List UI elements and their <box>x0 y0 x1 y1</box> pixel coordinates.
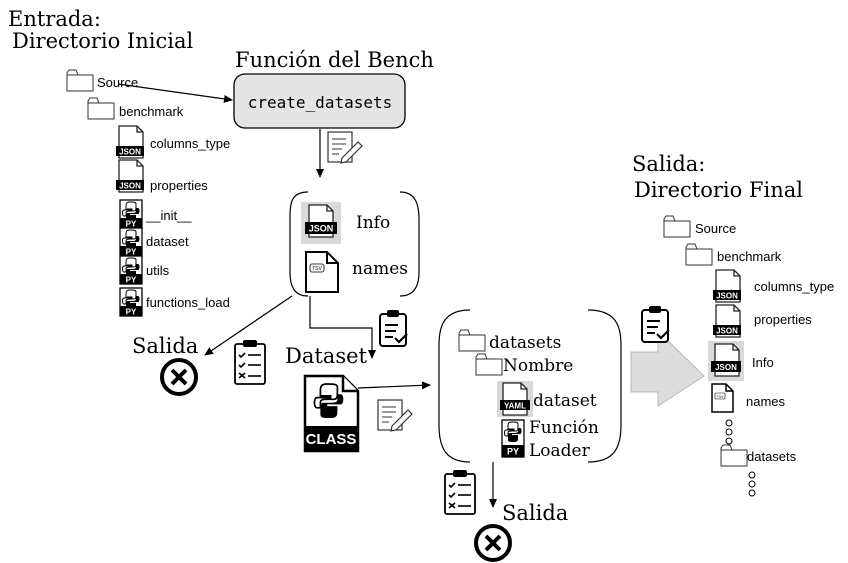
output-heading-line1: Salida: <box>632 152 705 176</box>
input-source-label: Source <box>97 75 138 90</box>
notepad-pencil-icon <box>377 399 413 432</box>
input-properties-label: properties <box>150 178 208 193</box>
arrow-to-left-output <box>204 295 293 356</box>
svg-text:JSON: JSON <box>119 148 141 157</box>
python-file-icon: PY <box>119 255 143 285</box>
python-file-icon: PY <box>119 227 143 257</box>
folder-icon <box>87 97 115 120</box>
forbidden-icon <box>160 358 198 396</box>
json-file-icon: JSON <box>301 202 341 244</box>
svg-text:JSON: JSON <box>309 224 334 234</box>
json-file-icon: JSON <box>116 125 144 159</box>
svg-text:PY: PY <box>126 248 137 257</box>
input-dataset-label: dataset <box>146 234 189 249</box>
info-label: Info <box>356 213 390 233</box>
arrow-class-to-datasets <box>357 381 431 390</box>
left-output-label: Salida <box>132 334 198 358</box>
ellipsis-dots <box>725 419 733 445</box>
datasets-folder-label: datasets <box>489 333 561 353</box>
folder-icon <box>458 329 486 352</box>
svg-text:JSON: JSON <box>716 292 738 301</box>
input-init-label: __init__ <box>145 208 192 223</box>
svg-text:JSON: JSON <box>715 363 737 372</box>
yaml-file-icon: YAML <box>497 381 533 417</box>
bench-heading: Función del Bench <box>235 48 434 72</box>
svg-text:TSV: TSV <box>717 395 724 399</box>
svg-text:TSV: TSV <box>312 266 322 272</box>
folder-icon <box>720 444 748 467</box>
checklist-icon <box>444 469 476 515</box>
input-columns-type-label: columns_type <box>150 136 230 151</box>
nombre-folder-label: Nombre <box>503 356 573 376</box>
output-datasets-label: datasets <box>747 449 797 464</box>
datasets-box-left-brace <box>438 309 471 463</box>
output-source-label: Source <box>695 221 736 236</box>
funcion-label: Función <box>529 418 599 438</box>
json-file-icon: JSON <box>708 341 744 381</box>
python-file-icon: PY <box>119 287 143 317</box>
output-names-label: names <box>746 394 786 409</box>
output-heading-line2: Directorio Final <box>634 178 803 202</box>
json-file-icon: JSON <box>713 304 741 338</box>
yaml-dataset-label: dataset <box>533 391 597 411</box>
svg-text:CLASS: CLASS <box>306 431 357 448</box>
outputs-box-left-brace <box>289 191 309 297</box>
python-file-icon: PY <box>501 419 525 458</box>
clipboard-check-icon <box>640 304 671 344</box>
folder-icon <box>66 69 94 92</box>
ellipsis-dots <box>748 471 756 497</box>
function-name: create_datasets <box>248 93 393 112</box>
svg-text:YAML: YAML <box>504 402 526 411</box>
python-class-icon: CLASS <box>303 374 360 453</box>
forbidden-icon <box>474 524 512 562</box>
svg-text:JSON: JSON <box>716 327 738 336</box>
output-columns-type-label: columns_type <box>754 279 834 294</box>
notepad-pencil-icon <box>327 131 363 164</box>
arrow-source-to-function <box>117 83 233 103</box>
folder-icon <box>475 353 503 376</box>
function-box <box>233 73 406 129</box>
output-info-label: Info <box>752 355 774 370</box>
arrow-to-dataset <box>309 296 376 359</box>
folder-icon <box>663 215 691 238</box>
tsv-file-icon: TSV <box>711 383 734 413</box>
input-heading-line2: Directorio Inicial <box>12 29 193 53</box>
datasets-box-right-brace <box>587 309 622 463</box>
input-functions-load-label: functions_load <box>146 295 230 310</box>
svg-text:PY: PY <box>126 220 137 229</box>
input-heading-line1: Entrada: <box>8 7 101 31</box>
outputs-box-right-brace <box>399 191 420 297</box>
python-file-icon: PY <box>119 199 143 229</box>
json-file-icon: JSON <box>713 269 741 303</box>
svg-text:PY: PY <box>126 308 137 317</box>
checklist-icon <box>234 339 266 385</box>
json-file-icon: JSON <box>116 159 144 193</box>
loader-label: Loader <box>529 441 591 461</box>
clipboard-check-icon <box>378 308 409 348</box>
folder-icon <box>685 243 713 266</box>
bottom-output-label: Salida <box>502 501 568 525</box>
svg-text:PY: PY <box>126 276 137 285</box>
output-benchmark-label: benchmark <box>717 249 782 264</box>
input-benchmark-label: benchmark <box>119 104 184 119</box>
output-properties-label: properties <box>754 312 812 327</box>
names-label: names <box>352 259 408 279</box>
input-utils-label: utils <box>146 263 170 278</box>
svg-text:PY: PY <box>507 447 519 457</box>
svg-text:JSON: JSON <box>119 182 141 191</box>
tsv-file-icon: TSV <box>305 251 339 293</box>
block-arrow-icon <box>630 329 705 407</box>
dataset-label: Dataset <box>285 344 368 368</box>
